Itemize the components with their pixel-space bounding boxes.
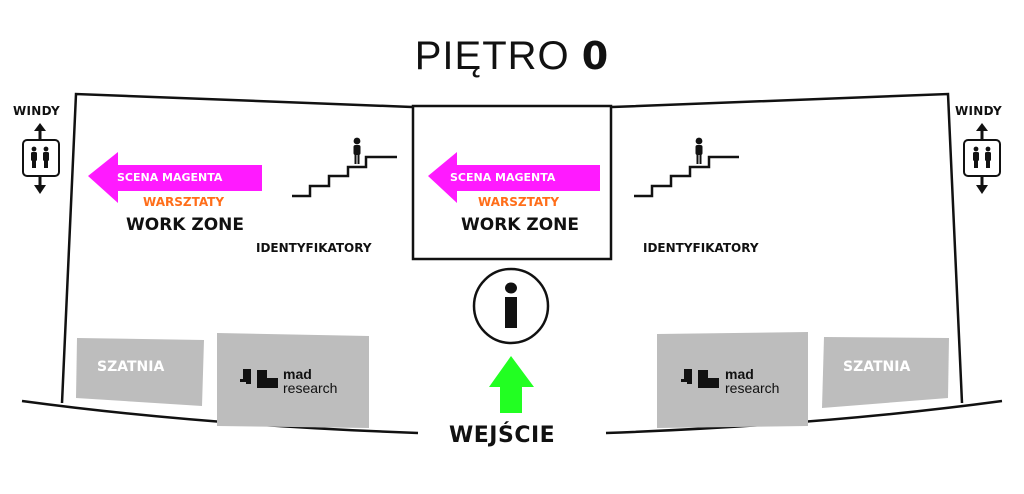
entrance-arrow-icon xyxy=(489,356,534,413)
cloakroom-left-label: SZATNIA xyxy=(97,359,165,375)
work-zone-left-label: WORK ZONE xyxy=(126,215,245,235)
mad-research-logo-icon-left xyxy=(240,369,278,388)
cloakroom-left-block[interactable] xyxy=(76,338,204,406)
identyfikatory-right-label: IDENTYFIKATORY xyxy=(643,241,759,255)
cloakroom-right-label: SZATNIA xyxy=(843,359,911,375)
elevator-icon-right[interactable] xyxy=(963,123,1001,194)
scena-magenta-center-link[interactable]: SCENA MAGENTA xyxy=(450,171,556,184)
elevators-right-label: WINDY xyxy=(955,104,1003,118)
floor-number: 0 xyxy=(581,34,610,78)
stairs-icon-left xyxy=(292,137,397,198)
entrance-label: WEJŚCIE xyxy=(449,423,556,448)
sponsor-right-name-top: mad xyxy=(725,366,754,382)
mad-research-logo-icon-right xyxy=(681,369,719,388)
elevators-left-label: WINDY xyxy=(13,104,61,118)
facade-right xyxy=(605,399,1003,435)
page-title: PIĘTRO 0 xyxy=(0,34,1024,79)
title-prefix: PIĘTRO xyxy=(414,34,570,78)
sponsor-left: mad research xyxy=(283,367,337,395)
sponsor-left-block xyxy=(217,333,369,428)
arrow-left-icon-zone-left xyxy=(88,152,262,203)
sponsor-right: mad research xyxy=(725,367,779,395)
stairs-icon-right xyxy=(634,137,739,198)
wall-right-top xyxy=(611,92,964,404)
scena-magenta-left-link[interactable]: SCENA MAGENTA xyxy=(117,171,223,184)
sponsor-right-block xyxy=(657,332,808,428)
cloakroom-right-block[interactable] xyxy=(822,337,949,408)
arrow-left-icon-zone-center xyxy=(428,152,600,203)
facade-left xyxy=(21,399,419,435)
identyfikatory-left-label: IDENTYFIKATORY xyxy=(256,241,372,255)
elevator-icon-left[interactable] xyxy=(22,123,60,194)
warsztaty-left-label: WARSZTATY xyxy=(143,195,225,209)
sponsor-left-name-bottom: research xyxy=(283,380,338,396)
wall-left-top xyxy=(60,92,413,404)
sponsor-left-name-top: mad xyxy=(283,366,312,382)
sponsor-right-name-bottom: research xyxy=(725,380,780,396)
warsztaty-center-label: WARSZTATY xyxy=(478,195,560,209)
info-icon[interactable] xyxy=(472,267,550,345)
building-outline xyxy=(21,92,1003,435)
work-zone-center-label: WORK ZONE xyxy=(461,215,580,235)
center-room xyxy=(411,104,613,261)
